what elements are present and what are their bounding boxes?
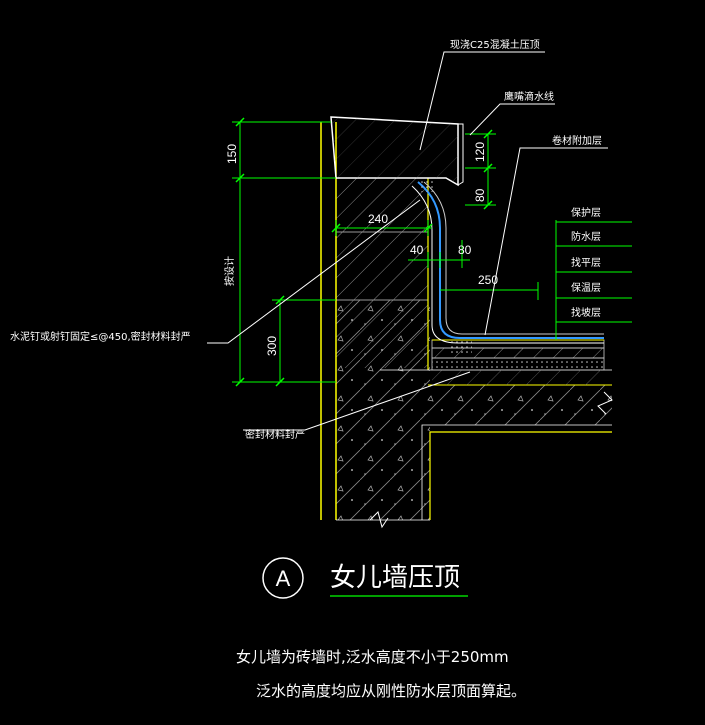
label-slope-layer: 找坡层 bbox=[571, 306, 601, 319]
roof-layers bbox=[431, 339, 605, 385]
note-line-1: 女儿墙为砖墙时,泛水高度不小于250mm bbox=[236, 648, 509, 666]
label-parapet-height: 按设计 bbox=[223, 256, 236, 286]
title-marker-circle bbox=[262, 557, 304, 599]
label-insulation-layer: 保温层 bbox=[571, 281, 601, 294]
label-waterproof-layer: 防水层 bbox=[571, 230, 601, 243]
dimension-values: 150 120 80 240 40 80 250 300 bbox=[225, 142, 498, 356]
label-coping-concrete: 现浇C25混凝土压顶 bbox=[450, 38, 540, 51]
dim-120: 120 bbox=[473, 142, 487, 162]
label-nail-fix: 水泥钉或射钉固定≤@450,密封材料封严 bbox=[10, 330, 191, 343]
label-sealant: 密封材料封严 bbox=[245, 428, 305, 441]
title-text: 女儿墙压顶 bbox=[330, 563, 460, 593]
dimension-lines bbox=[232, 121, 632, 383]
dim-250: 250 bbox=[478, 273, 498, 287]
title-marker-letter: A bbox=[276, 566, 291, 591]
annotation-labels: 现浇C25混凝土压顶 鹰嘴滴水线 卷材附加层 保护层 防水层 找平层 保温层 找… bbox=[10, 38, 602, 441]
leader-lines bbox=[207, 51, 608, 431]
dimension-ticks bbox=[235, 117, 493, 387]
drawing-notes: 女儿墙为砖墙时,泛水高度不小于250mm 泛水的高度均应从刚性防水层顶面算起。 bbox=[236, 648, 526, 700]
label-drip-line: 鹰嘴滴水线 bbox=[504, 90, 554, 103]
dim-300: 300 bbox=[265, 336, 279, 356]
drawing-title: A 女儿墙压顶 bbox=[262, 557, 468, 599]
dim-80-top: 80 bbox=[473, 188, 487, 202]
dim-240: 240 bbox=[368, 212, 388, 226]
dim-40: 40 bbox=[410, 243, 424, 257]
dim-80-mid: 80 bbox=[458, 243, 472, 257]
note-line-2: 泛水的高度均应从刚性防水层顶面算起。 bbox=[256, 682, 526, 700]
dim-150: 150 bbox=[225, 144, 239, 164]
label-protection-layer: 保护层 bbox=[571, 206, 601, 219]
concrete-coping bbox=[330, 116, 464, 187]
parapet-wall bbox=[320, 122, 613, 529]
label-leveling-layer: 找平层 bbox=[571, 256, 601, 269]
label-membrane-additional: 卷材附加层 bbox=[552, 134, 602, 147]
membrane-upturn bbox=[411, 180, 604, 354]
